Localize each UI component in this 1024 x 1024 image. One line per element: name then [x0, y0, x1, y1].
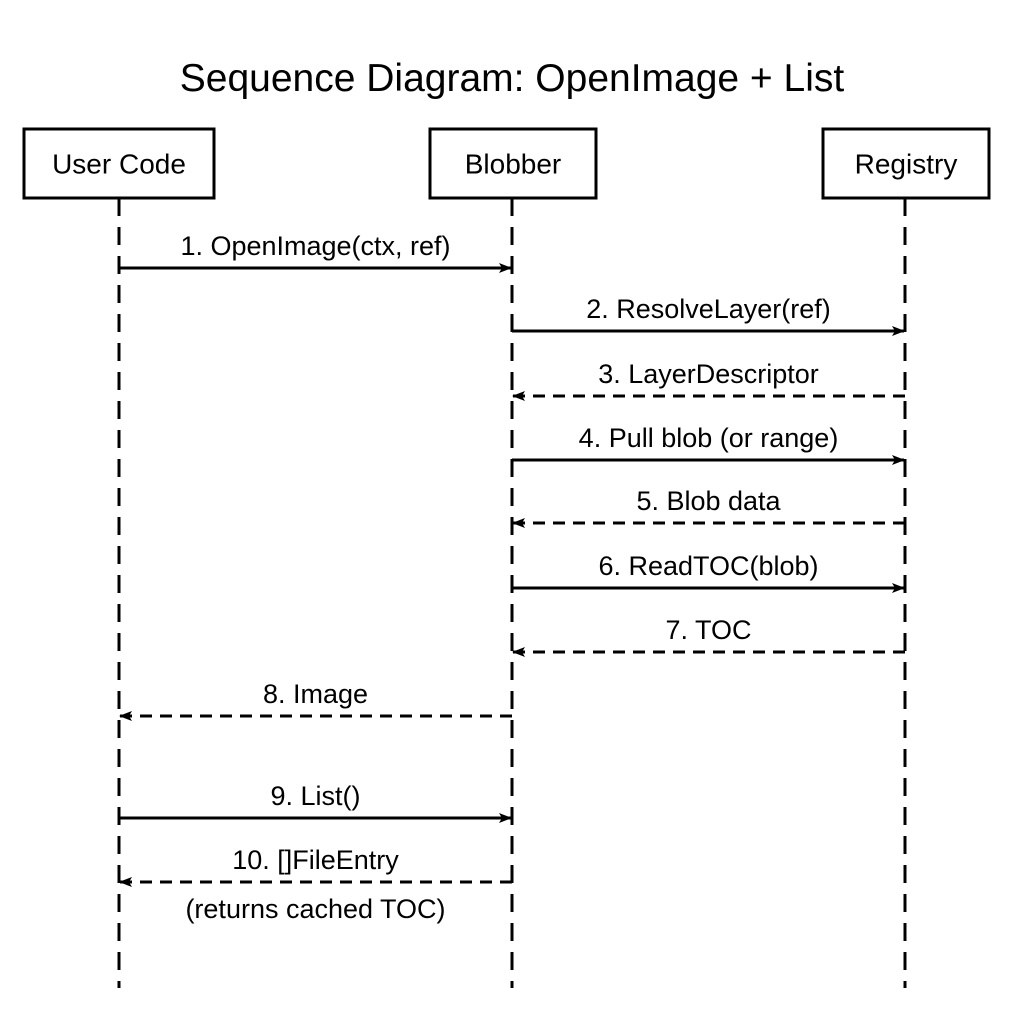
message-4[interactable]: 4. Pull blob (or range)	[512, 423, 905, 465]
message-label-6: 6. ReadTOC(blob)	[598, 551, 818, 581]
participant-label-blobber: Blobber	[465, 149, 562, 180]
message-7[interactable]: 7. TOC	[512, 615, 905, 657]
message-1[interactable]: 1. OpenImage(ctx, ref)	[119, 231, 512, 273]
message-8[interactable]: 8. Image	[119, 679, 512, 721]
message-9[interactable]: 9. List()	[119, 781, 512, 823]
message-5[interactable]: 5. Blob data	[512, 486, 905, 528]
message-label-2: 2. ResolveLayer(ref)	[586, 294, 831, 324]
message-label-4: 4. Pull blob (or range)	[579, 423, 839, 453]
participants-layer: User Code Blobber Registry	[22, 127, 991, 988]
message-label-1: 1. OpenImage(ctx, ref)	[180, 231, 450, 261]
participant-registry[interactable]: Registry	[821, 127, 991, 988]
message-2[interactable]: 2. ResolveLayer(ref)	[512, 294, 905, 336]
participant-box-blobber[interactable]	[428, 127, 598, 200]
participant-box-user-code[interactable]	[22, 127, 216, 200]
participant-blobber[interactable]: Blobber	[428, 127, 598, 988]
message-label-7: 7. TOC	[665, 615, 751, 645]
message-note-10: (returns cached TOC)	[185, 894, 445, 924]
message-label-9: 9. List()	[270, 781, 360, 811]
message-3[interactable]: 3. LayerDescriptor	[512, 359, 905, 401]
message-label-10: 10. []FileEntry	[232, 845, 399, 875]
participant-user-code[interactable]: User Code	[22, 127, 216, 988]
page-title: Sequence Diagram: OpenImage + List	[180, 57, 845, 100]
message-6[interactable]: 6. ReadTOC(blob)	[512, 551, 905, 593]
participant-label-user-code: User Code	[52, 149, 186, 180]
messages-layer: 1. OpenImage(ctx, ref) 2. ResolveLayer(re…	[119, 231, 905, 924]
message-label-8: 8. Image	[263, 679, 368, 709]
message-label-3: 3. LayerDescriptor	[598, 359, 819, 389]
participant-label-registry: Registry	[855, 149, 958, 180]
message-10[interactable]: 10. []FileEntry (returns cached TOC)	[119, 845, 512, 924]
message-label-5: 5. Blob data	[636, 486, 781, 516]
participant-box-registry[interactable]	[821, 127, 991, 200]
